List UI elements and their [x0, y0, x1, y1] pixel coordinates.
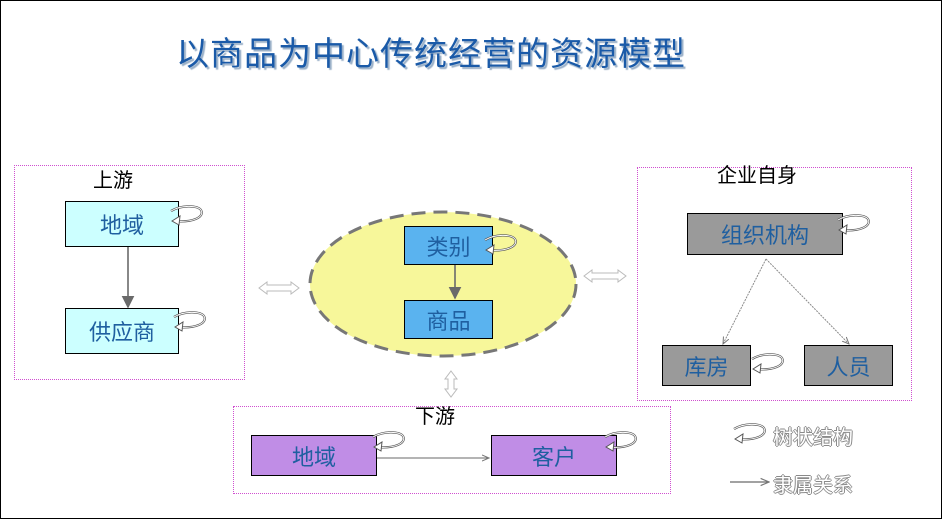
org-to-warehouse-arrow — [723, 258, 767, 344]
page-title: 以商品为中心传统经营的资源模型 — [176, 34, 686, 73]
org-box: 组织机构 — [687, 213, 843, 255]
category-box: 类别 — [404, 226, 493, 265]
upstream-region — [14, 165, 245, 380]
legend-subordinate-label: 隶属关系 — [773, 473, 853, 497]
curled-arrow-icon — [836, 214, 870, 236]
downstream-label: 下游 — [415, 404, 455, 428]
upstream-label: 上游 — [93, 168, 133, 192]
org-to-staff-arrow — [765, 258, 849, 344]
downstream-region — [233, 406, 671, 494]
curled-arrow-icon — [172, 311, 206, 333]
curled-arrow-icon — [483, 234, 517, 256]
double-arrow-icon — [583, 269, 627, 283]
double-arrow-icon — [258, 281, 300, 295]
curled-arrow-icon — [169, 205, 203, 227]
supplier-box: 供应商 — [65, 308, 179, 354]
product-box: 商品 — [404, 300, 493, 339]
customer-box: 客户 — [491, 435, 617, 476]
staff-box: 人员 — [804, 345, 893, 386]
downstream-region-box: 地域 — [251, 435, 377, 476]
curled-arrow-icon — [371, 431, 405, 453]
enterprise-label: 企业自身 — [717, 163, 797, 187]
enterprise-region — [637, 167, 912, 401]
warehouse-box: 库房 — [662, 345, 751, 386]
upstream-region-box: 地域 — [65, 201, 179, 247]
double-arrow-icon — [444, 370, 458, 398]
curled-arrow-icon — [750, 353, 784, 375]
curled-arrow-icon — [732, 423, 766, 445]
legend-tree-label: 树状结构 — [773, 425, 853, 449]
curled-arrow-icon — [603, 431, 637, 453]
